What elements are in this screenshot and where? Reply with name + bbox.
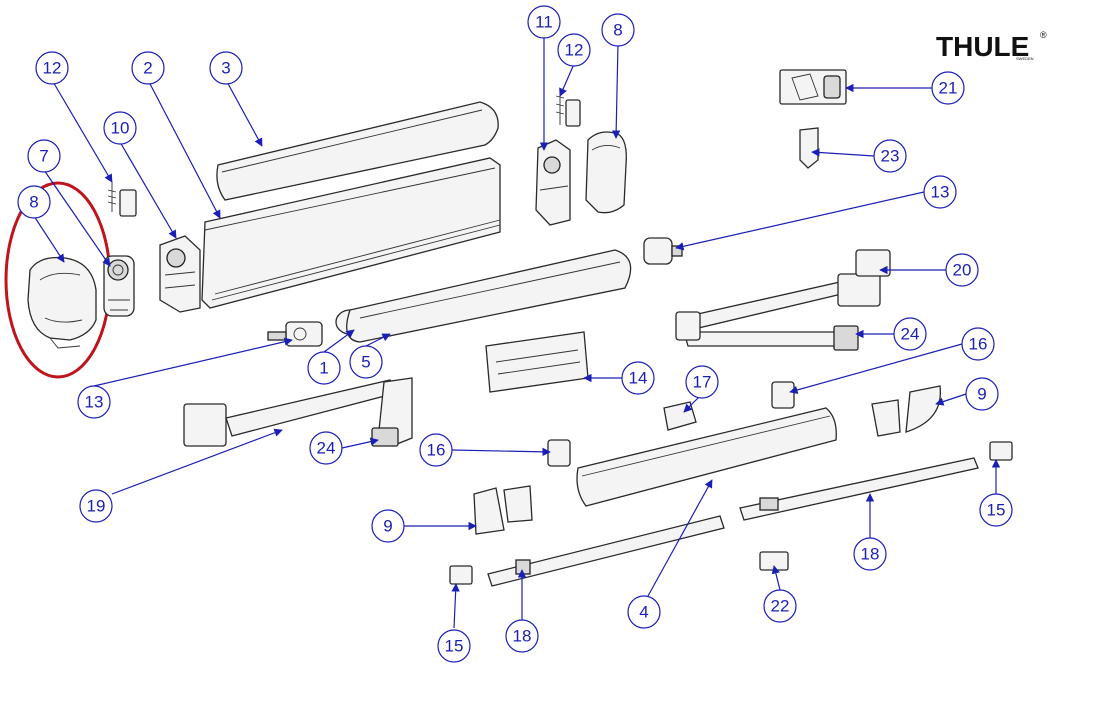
part-9-end-plate-right xyxy=(871,385,942,437)
callout: 11 xyxy=(527,5,561,39)
callout-number: 12 xyxy=(43,59,62,78)
callout: 8 xyxy=(17,185,51,219)
callout: 8 xyxy=(601,13,635,47)
callout: 18 xyxy=(853,537,887,571)
part-12-spring-right xyxy=(555,88,581,127)
callout-number: 12 xyxy=(565,41,584,60)
part-8-end-cap-left xyxy=(27,256,97,349)
callout: 3 xyxy=(209,51,243,85)
part-15-foot-right xyxy=(989,441,1013,461)
callout: 16 xyxy=(419,433,453,467)
part-16-cap-right xyxy=(771,381,795,409)
part-15-foot-left xyxy=(449,565,473,585)
part-13-end-plug-left xyxy=(267,321,323,347)
callout-number: 14 xyxy=(629,369,648,388)
part-23-clip xyxy=(799,127,819,169)
part-13-end-plug-right xyxy=(643,237,683,265)
callout-number: 4 xyxy=(639,603,648,622)
part-1-5-roller-and-fabric xyxy=(335,249,632,343)
callout: 19 xyxy=(79,489,113,523)
callout-number: 18 xyxy=(513,627,532,646)
callout: 7 xyxy=(27,139,61,173)
callout: 1 xyxy=(307,351,341,385)
callout: 12 xyxy=(557,33,591,67)
callout: 23 xyxy=(873,139,907,173)
callout-number: 24 xyxy=(901,325,920,344)
part-11-gearbox-right xyxy=(535,139,571,226)
part-7-end-fitting xyxy=(103,255,135,317)
callout: 15 xyxy=(979,493,1013,527)
callout: 20 xyxy=(945,253,979,287)
part-8-end-cap-right xyxy=(585,131,627,214)
callout: 22 xyxy=(763,589,797,623)
part-3-cover-lid xyxy=(216,101,499,201)
callout: 14 xyxy=(621,361,655,395)
callout: 9 xyxy=(965,377,999,411)
part-4-front-rail xyxy=(576,407,837,507)
callout-number: 20 xyxy=(953,261,972,280)
callout: 13 xyxy=(77,385,111,419)
callout-number: 17 xyxy=(693,373,712,392)
callout-number: 15 xyxy=(445,637,464,656)
part-18-support-leg-left xyxy=(487,515,725,587)
callout-number: 9 xyxy=(977,385,986,404)
callout-number: 23 xyxy=(881,147,900,166)
part-14-center-bracket xyxy=(485,331,589,393)
callout: 12 xyxy=(35,51,69,85)
callout-number: 2 xyxy=(143,59,152,78)
part-10-gearbox-left xyxy=(159,235,201,313)
callout: 9 xyxy=(371,509,405,543)
callout-number: 8 xyxy=(613,21,622,40)
callouts: 12 2 3 10 7 8 11 12 8 21 23 13 20 24 13 … xyxy=(17,5,1013,663)
part-21-bracket-kit xyxy=(779,69,847,105)
callout: 24 xyxy=(893,317,927,351)
callout-number: 24 xyxy=(317,439,336,458)
callout: 2 xyxy=(131,51,165,85)
thule-logo: THULE ® SWEDEN xyxy=(936,30,1047,62)
callout: 21 xyxy=(931,71,965,105)
brand-name: THULE xyxy=(936,31,1029,62)
part-9-end-plate-left xyxy=(473,485,533,535)
callout-number: 9 xyxy=(383,517,392,536)
callout: 16 xyxy=(961,327,995,361)
brand-subtext: SWEDEN xyxy=(1016,56,1034,61)
part-20-24-arm-right xyxy=(675,249,891,351)
callout-number: 8 xyxy=(29,193,38,212)
callout: 5 xyxy=(349,345,383,379)
callout-number: 10 xyxy=(111,119,130,138)
callout-number: 13 xyxy=(931,183,950,202)
callout-number: 16 xyxy=(969,335,988,354)
callout-number: 1 xyxy=(319,359,328,378)
callout: 13 xyxy=(923,175,957,209)
leader-lines xyxy=(33,38,1001,629)
callout-number: 15 xyxy=(987,501,1006,520)
callout: 4 xyxy=(627,595,661,629)
callout: 15 xyxy=(437,629,471,663)
callout-number: 11 xyxy=(535,13,553,32)
part-18-support-leg-right xyxy=(739,457,979,521)
part-16-cap-left xyxy=(547,439,571,467)
part-19-24-arm-left xyxy=(183,377,413,447)
callout: 18 xyxy=(505,619,539,653)
part-12-spring-left xyxy=(107,182,137,217)
callout-number: 16 xyxy=(427,441,446,460)
callout-number: 3 xyxy=(221,59,230,78)
brand-registered-mark: ® xyxy=(1040,30,1047,40)
callout: 17 xyxy=(685,365,719,399)
callout-number: 5 xyxy=(361,353,370,372)
callout-number: 18 xyxy=(861,545,880,564)
part-17-handle xyxy=(663,401,697,431)
part-2-main-profile xyxy=(201,157,501,309)
callout-number: 22 xyxy=(771,597,790,616)
callout: 10 xyxy=(103,111,137,145)
callout-number: 19 xyxy=(87,497,106,516)
callout: 24 xyxy=(309,431,343,465)
callout-number: 7 xyxy=(39,147,48,166)
callout-number: 13 xyxy=(85,393,104,412)
callout-number: 21 xyxy=(939,79,958,98)
